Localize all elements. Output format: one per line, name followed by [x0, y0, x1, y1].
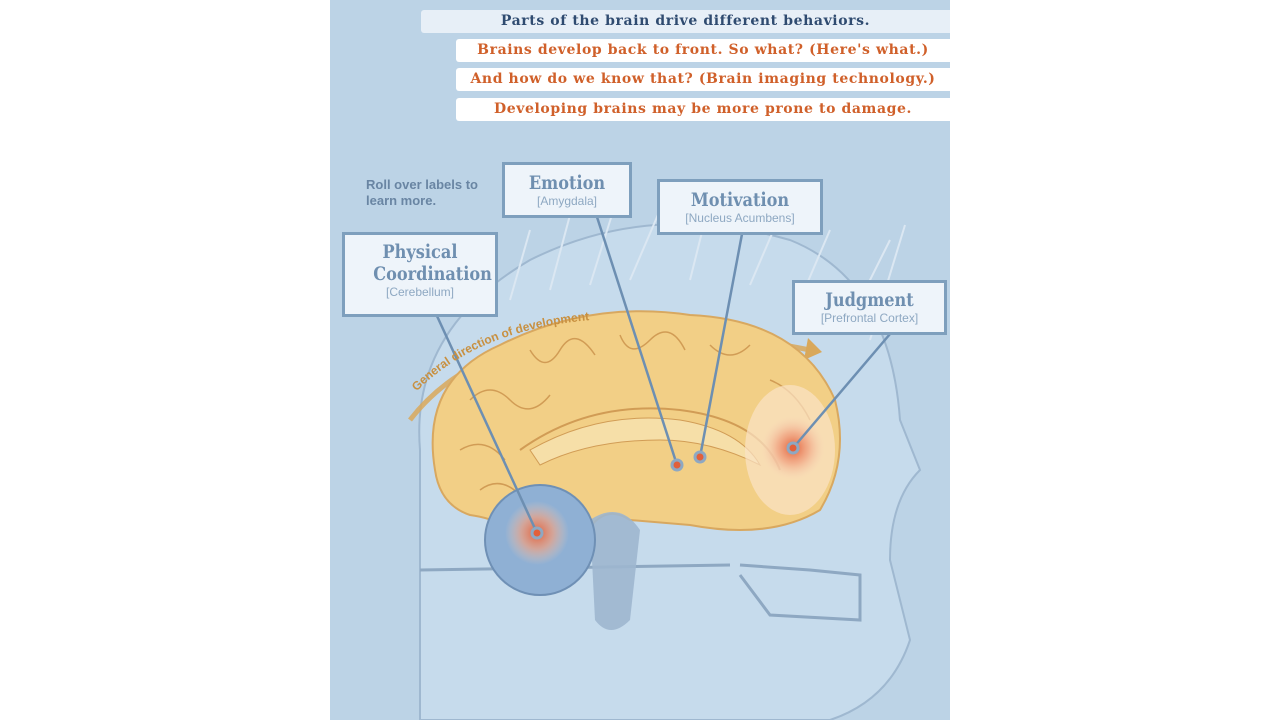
instruction-label: Roll over labels to learn more.	[366, 177, 478, 208]
brain-illustration	[408, 199, 922, 720]
label-region: [Prefrontal Cortex]	[820, 311, 919, 325]
label-title: Judgment	[825, 289, 914, 311]
brainstem	[590, 512, 640, 630]
label-region: [Amygdala]	[536, 194, 598, 208]
nav-item-develop-back-to-front[interactable]: Brains develop back to front. So what? (…	[456, 39, 950, 62]
label-title: Motivation	[690, 189, 790, 211]
label-region: [Cerebellum]	[385, 285, 455, 299]
label-region: [Nucleus Acumbens]	[685, 211, 795, 225]
label-physical-coordination[interactable]: Physical Coordination [Cerebellum]	[342, 232, 498, 317]
nav-item-brain-imaging[interactable]: And how do we know that? (Brain imaging …	[456, 68, 950, 91]
instruction-text: Roll over labels to learn more.	[366, 177, 486, 209]
label-title: Physical Coordination	[373, 241, 492, 285]
nav-item-parts-of-brain[interactable]: Parts of the brain drive different behav…	[421, 10, 950, 33]
brain-diagram: Parts of the brain drive different behav…	[330, 0, 950, 720]
arrow-head-icon	[804, 338, 822, 360]
nav-item-prone-to-damage[interactable]: Developing brains may be more prone to d…	[456, 98, 950, 121]
label-emotion[interactable]: Emotion [Amygdala]	[502, 162, 632, 218]
label-judgment[interactable]: Judgment [Prefrontal Cortex]	[792, 280, 947, 335]
label-title: Emotion	[528, 172, 606, 194]
hotspot-markers	[530, 441, 800, 540]
label-motivation[interactable]: Motivation [Nucleus Acumbens]	[657, 179, 823, 235]
